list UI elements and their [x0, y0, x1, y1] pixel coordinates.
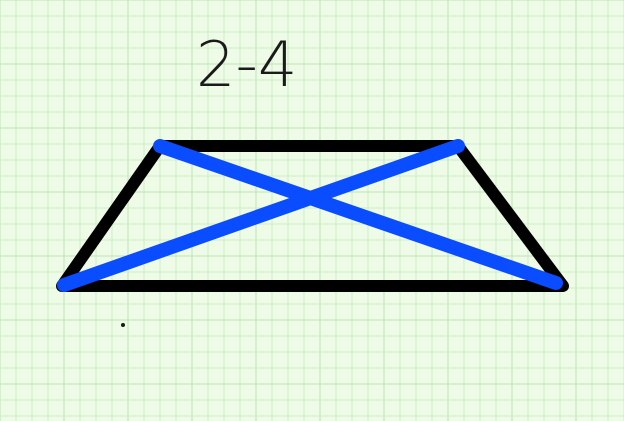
- diagonal-line-1: [153, 139, 563, 290]
- trapezoid-shape: [56, 140, 569, 292]
- handwritten-label: 2-4: [196, 28, 297, 101]
- ink-dot: [121, 323, 125, 327]
- diagonal-line-2: [57, 139, 465, 292]
